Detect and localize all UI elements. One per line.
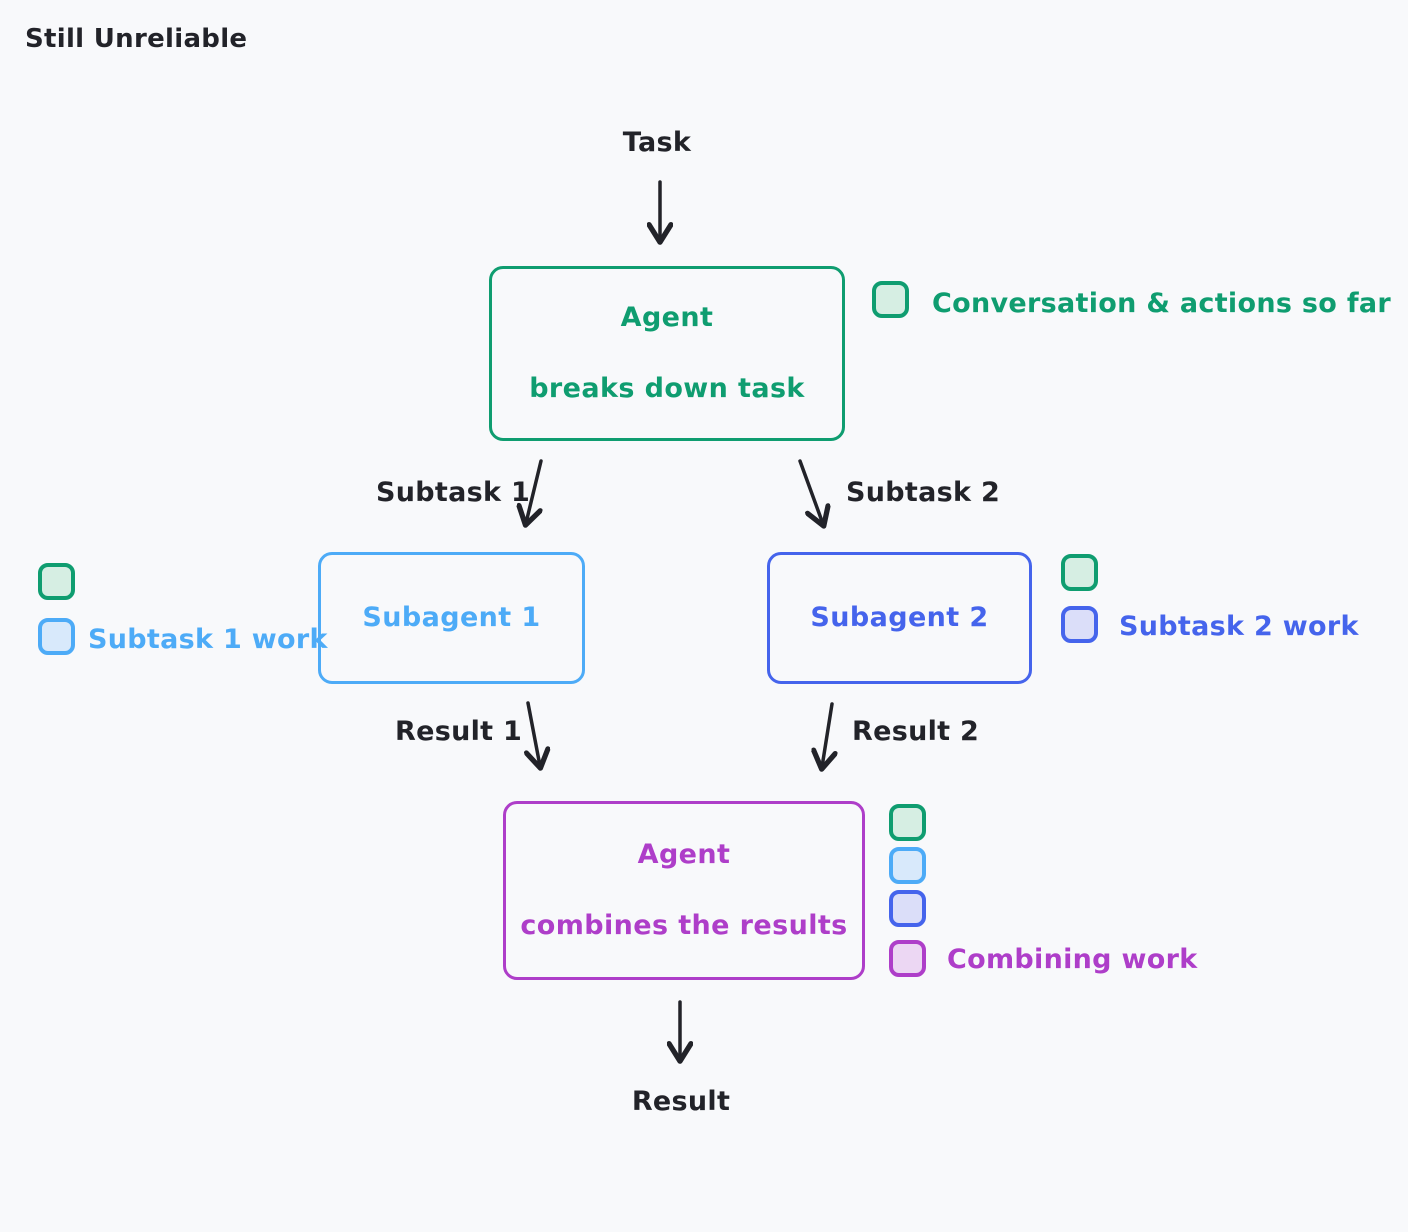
subagent1-node: Subagent 1 bbox=[318, 552, 585, 684]
subagent1-to-agent-arrow bbox=[528, 701, 540, 766]
result-label: Result bbox=[631, 1086, 731, 1117]
agent-combine-node: Agent combines the results bbox=[503, 801, 865, 980]
combining-work-swatch-green-icon bbox=[889, 804, 926, 841]
subtask1-work-swatch-blue-icon bbox=[38, 618, 75, 655]
subtask2-work-legend-label: Subtask 2 work bbox=[1119, 611, 1359, 642]
conversation-swatch-green-icon bbox=[872, 281, 909, 318]
agent-breakdown-subtitle: breaks down task bbox=[529, 372, 805, 404]
subagent2-node: Subagent 2 bbox=[767, 552, 1032, 684]
result1-edge-label: Result 1 bbox=[395, 716, 523, 747]
page-title: Still Unreliable bbox=[25, 24, 248, 54]
combining-work-swatch-purple-icon bbox=[889, 940, 926, 977]
subtask2-edge-label: Subtask 2 bbox=[846, 477, 1001, 508]
subtask1-work-swatch-green-icon bbox=[38, 563, 75, 600]
subagent1-title: Subagent 1 bbox=[362, 601, 541, 633]
subagent2-to-agent-arrow bbox=[822, 702, 832, 767]
subtask2-work-swatch-green-icon bbox=[1061, 554, 1098, 591]
agent-breakdown-node: Agent breaks down task bbox=[489, 266, 845, 441]
task-label: Task bbox=[622, 127, 692, 158]
subtask1-edge-label: Subtask 1 bbox=[376, 477, 531, 508]
combining-work-swatch-blue-icon bbox=[889, 847, 926, 884]
result2-edge-label: Result 2 bbox=[852, 716, 980, 747]
agent-combine-title: Agent bbox=[637, 839, 731, 871]
subagent2-title: Subagent 2 bbox=[810, 601, 989, 633]
subtask1-work-legend-label: Subtask 1 work bbox=[88, 624, 328, 655]
agent-to-subagent2-arrow bbox=[798, 459, 823, 524]
subtask2-work-swatch-indigo-icon bbox=[1061, 606, 1098, 643]
combining-work-swatch-indigo-icon bbox=[889, 890, 926, 927]
conversation-legend-label: Conversation & actions so far bbox=[932, 288, 1392, 319]
agent-combine-subtitle: combines the results bbox=[520, 909, 848, 941]
agent-breakdown-title: Agent bbox=[620, 302, 714, 334]
combining-work-legend-label: Combining work bbox=[947, 944, 1198, 975]
